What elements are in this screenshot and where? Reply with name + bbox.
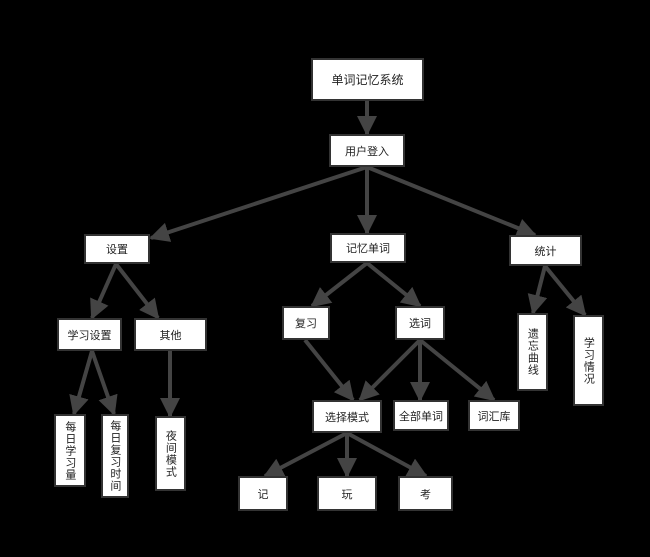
edge-settings-other (114, 262, 160, 320)
node-review[interactable]: 复习 (282, 306, 330, 340)
node-daily-study-amount[interactable]: 每日学习量 (54, 414, 86, 487)
edge-memorize-review (310, 261, 369, 308)
node-label: 全部单词 (399, 409, 443, 423)
node-label: 玩 (341, 487, 353, 501)
node-label: 统计 (534, 244, 557, 258)
node-forgetting-curve[interactable]: 遗忘曲线 (517, 313, 548, 391)
edge-memorize-select (365, 261, 422, 308)
node-memorize-words[interactable]: 记忆单词 (330, 233, 406, 263)
node-label: 设置 (106, 243, 128, 256)
node-label: 夜间模式 (164, 429, 178, 478)
node-label: 遗忘曲线 (526, 328, 540, 376)
node-label: 记忆单词 (346, 242, 390, 255)
edge-study-daily-review (90, 350, 118, 416)
node-label: 记 (257, 487, 269, 501)
node-all-words[interactable]: 全部单词 (393, 400, 449, 431)
node-user-login[interactable]: 用户登入 (329, 134, 405, 167)
node-label: 其他 (159, 328, 182, 342)
node-label: 单词记忆系统 (331, 73, 404, 87)
node-label: 学习情况 (582, 336, 596, 385)
node-mode-memorize[interactable]: 记 (238, 476, 288, 511)
edge-study-daily-amount (69, 350, 94, 416)
node-label: 词汇库 (477, 409, 511, 423)
edge-select-bank (418, 338, 496, 402)
node-label: 学习设置 (67, 328, 112, 342)
edge-mode-kao (346, 431, 428, 478)
node-daily-review-time[interactable]: 每日复习时间 (101, 414, 129, 498)
node-statistics[interactable]: 统计 (509, 235, 582, 266)
edge-settings-study (90, 263, 118, 320)
node-label: 选择模式 (325, 410, 369, 424)
node-mode-play[interactable]: 玩 (317, 476, 377, 511)
node-other[interactable]: 其他 (134, 318, 207, 351)
edge-login-stats (366, 165, 537, 238)
node-label: 每日学习量 (63, 420, 77, 481)
edge-mode-ji (263, 431, 348, 478)
node-study-settings[interactable]: 学习设置 (57, 318, 122, 351)
node-word-memory-system[interactable]: 单词记忆系统 (311, 58, 424, 101)
node-label: 每日复习时间 (108, 420, 122, 492)
node-word-bank[interactable]: 词汇库 (468, 400, 520, 431)
node-study-status[interactable]: 学习情况 (573, 315, 604, 406)
node-mode-test[interactable]: 考 (398, 476, 453, 511)
node-label: 考 (420, 487, 431, 501)
node-label: 用户登入 (345, 144, 389, 158)
edge-review-mode (303, 338, 355, 402)
node-select-mode[interactable]: 选择模式 (312, 400, 382, 433)
edge-login-settings (149, 165, 368, 242)
node-select-words[interactable]: 选词 (395, 306, 445, 340)
edge-select-mode (358, 338, 422, 402)
node-label: 复习 (295, 317, 317, 330)
node-night-mode[interactable]: 夜间模式 (155, 416, 186, 491)
edge-stats-curve (527, 265, 548, 315)
node-settings[interactable]: 设置 (84, 234, 150, 264)
edge-stats-status (543, 264, 587, 317)
node-label: 选词 (409, 317, 431, 330)
